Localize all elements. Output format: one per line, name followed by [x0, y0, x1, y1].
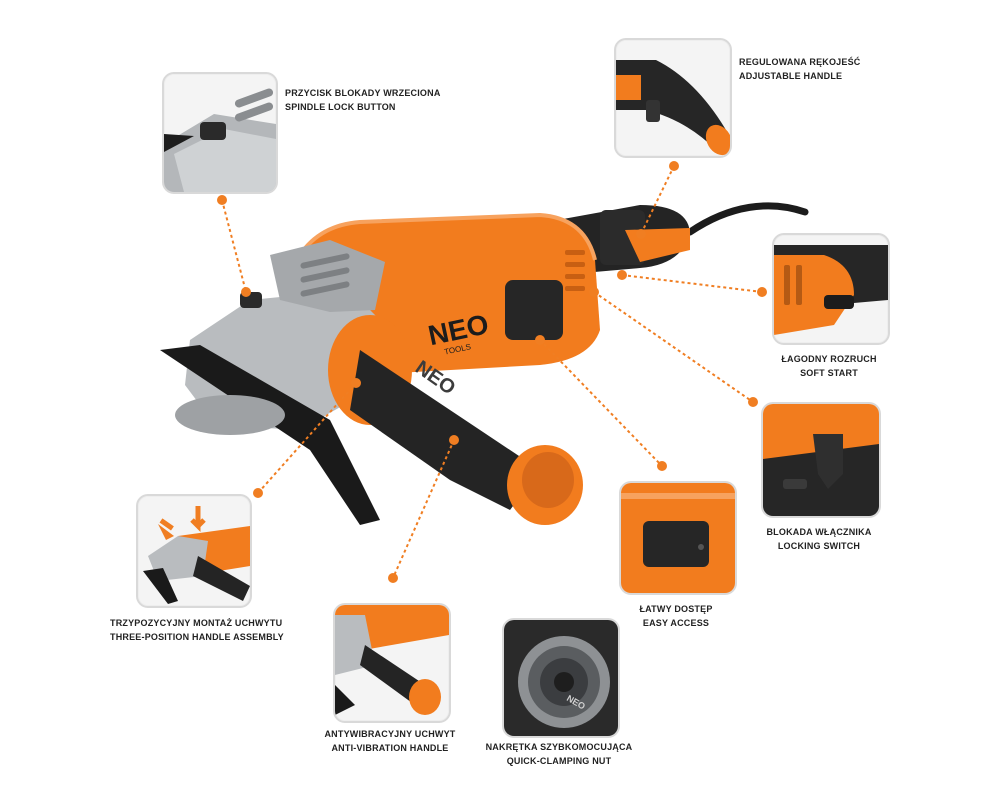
- adjustable-handle-detail-image: [616, 60, 730, 156]
- thumb-quick-nut: NEO: [502, 618, 620, 738]
- callout-lines: [221, 165, 763, 579]
- easy-access-detail-image: [621, 483, 735, 593]
- thumb-spindle-lock: [162, 72, 278, 194]
- caption-three-position-en: THREE-POSITION HANDLE ASSEMBLY: [110, 632, 284, 642]
- caption-quick-nut-pl: NAKRĘTKA SZYBKOMOCUJĄCA: [485, 742, 633, 752]
- anti-vibration-detail-image: [335, 605, 449, 715]
- thumb-locking-switch: [761, 402, 881, 518]
- caption-locking-switch-en: LOCKING SWITCH: [777, 541, 861, 551]
- caption-easy-access-pl: ŁATWY DOSTĘP: [639, 604, 713, 614]
- housing-highlight: [298, 212, 597, 261]
- side-handle-grip: [350, 350, 540, 510]
- caption-soft-start: ŁAGODNY ROZRUCH SOFT START: [769, 352, 889, 380]
- disc-guard: [160, 345, 380, 525]
- thumb-adjustable-handle: [614, 38, 732, 158]
- caption-soft-start-en: SOFT START: [800, 368, 858, 378]
- quick-nut-detail-image: NEO: [504, 620, 618, 736]
- thumb-anti-vibration: [333, 603, 451, 723]
- caption-easy-access: ŁATWY DOSTĘP EASY ACCESS: [616, 602, 736, 630]
- spindle-lock-detail-image: [164, 88, 276, 192]
- brush-cover: [505, 280, 563, 340]
- thumb-soft-start: [772, 233, 890, 345]
- thumb-three-position: [136, 494, 252, 608]
- caption-spindle-lock-en: SPINDLE LOCK BUTTON: [285, 102, 396, 112]
- caption-spindle-lock: PRZYCISK BLOKADY WRZECIONA SPINDLE LOCK …: [285, 86, 441, 114]
- side-handle-end-inner: [522, 452, 574, 508]
- vent-slots: [565, 250, 585, 291]
- caption-soft-start-pl: ŁAGODNY ROZRUCH: [781, 354, 877, 364]
- soft-start-detail-image: [774, 245, 888, 335]
- caption-locking-switch: BLOKADA WŁĄCZNIKA LOCKING SWITCH: [759, 525, 879, 553]
- caption-easy-access-en: EASY ACCESS: [642, 618, 710, 628]
- gear-head-ribs: [300, 253, 350, 297]
- caption-anti-vibration: ANTYWIBRACYJNY UCHWYT ANTI-VIBRATION HAN…: [320, 727, 460, 755]
- caption-locking-switch-pl: BLOKADA WŁĄCZNIKA: [766, 527, 872, 537]
- thumb-easy-access: [619, 481, 737, 595]
- locking-switch-detail-image: [763, 404, 879, 516]
- caption-adjustable-handle-en: ADJUSTABLE HANDLE: [739, 71, 843, 81]
- caption-anti-vibration-pl: ANTYWIBRACYJNY UCHWYT: [324, 729, 456, 739]
- flange-nut: [175, 395, 285, 435]
- caption-spindle-lock-pl: PRZYCISK BLOKADY WRZECIONA: [285, 88, 441, 98]
- power-cord: [686, 202, 809, 236]
- caption-three-position: TRZYPOZYCYJNY MONTAŻ UCHWYTU THREE-POSIT…: [110, 616, 284, 644]
- caption-quick-nut-en: QUICK-CLAMPING NUT: [506, 756, 612, 766]
- caption-adjustable-handle: REGULOWANA RĘKOJEŚĆ ADJUSTABLE HANDLE: [739, 55, 860, 83]
- rear-grip-pad: [600, 210, 645, 265]
- callout-dots: [217, 161, 767, 583]
- caption-anti-vibration-en: ANTI-VIBRATION HANDLE: [331, 743, 449, 753]
- caption-quick-nut: NAKRĘTKA SZYBKOMOCUJĄCA QUICK-CLAMPING N…: [484, 740, 634, 768]
- three-position-detail-image: [143, 506, 250, 604]
- caption-adjustable-handle-pl: REGULOWANA RĘKOJEŚĆ: [739, 57, 861, 67]
- caption-three-position-pl: TRZYPOZYCYJNY MONTAŻ UCHWYTU: [110, 618, 283, 628]
